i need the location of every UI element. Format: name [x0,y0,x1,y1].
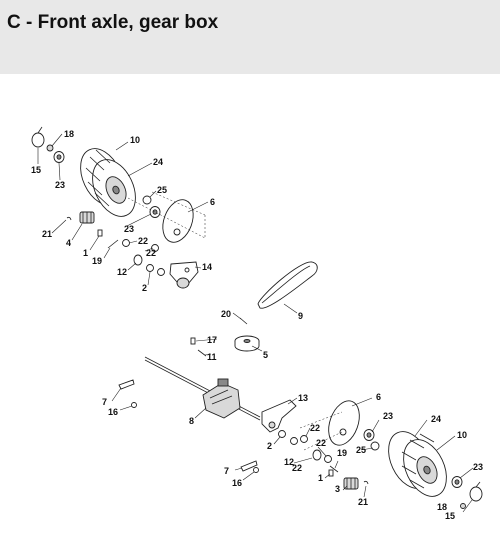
callout-4-upper: 4 [66,238,71,248]
callout-10-upper: 10 [130,135,140,145]
lower-spacer-2 [278,430,298,445]
callout-20: 20 [221,309,231,319]
lower-bushing-12 [312,449,322,461]
callout-2-upper: 2 [142,283,147,293]
callout-12-lower: 12 [284,457,294,467]
upper-spacer-2 [146,264,165,276]
callout-6-lower: 6 [376,392,381,402]
upper-gear-disc-6 [162,199,194,243]
callout-23-upper-b: 23 [124,224,134,234]
callout-15-lower: 15 [445,511,455,521]
callout-22-lower-c: 22 [292,463,302,473]
lower-bearing-23b [451,476,463,488]
upper-bracket-14 [169,261,199,289]
callout-21-upper: 21 [42,229,52,239]
key-17 [190,337,196,345]
front-axle [144,356,261,421]
callout-21-lower: 21 [358,497,368,507]
lower-pinion-3 [343,477,359,490]
callout-22-lower: 22 [310,423,320,433]
lower-washer-22 [300,435,332,463]
pulley-5 [234,335,260,352]
lever-13 [261,399,297,433]
upper-clip-21 [66,216,72,221]
exploded-parts-diagram: .ln { stroke:#222; stroke-width:0.8; fil… [31,126,483,521]
lever-7-upper [118,379,135,390]
callout-17: 17 [207,335,217,345]
callout-labels: 18 10 24 15 23 25 6 23 21 4 22 1 22 19 1… [31,129,483,521]
upper-washer-22 [122,239,159,252]
callout-8: 8 [189,416,194,426]
v-belt-9 [257,261,318,309]
lower-wheel-10 [388,431,447,497]
callout-10-lower: 10 [457,430,467,440]
callout-24-upper: 24 [153,157,163,167]
lower-pin-19 [329,465,339,473]
screw-11 [197,349,207,357]
callout-25-lower: 25 [356,445,366,455]
callout-11: 11 [207,352,217,362]
screw-16-lower [253,467,259,473]
callout-22-upper-b: 22 [146,248,156,258]
lower-screw-18 [460,503,466,509]
callout-12-upper: 12 [117,267,127,277]
callout-23-lower-b: 23 [473,462,483,472]
callout-25-upper: 25 [157,185,167,195]
upper-pawl-1 [97,229,103,237]
callout-1-upper: 1 [83,248,88,258]
gearbox-8 [202,378,241,419]
upper-hubcap-15 [31,126,45,148]
lever-7-lower [240,460,258,472]
callout-13: 13 [298,393,308,403]
leader-lines [37,133,474,513]
callout-9: 9 [298,311,303,321]
callout-23-upper: 23 [55,180,65,190]
upper-pinion-4 [79,211,95,224]
callout-18-upper: 18 [64,129,74,139]
lower-clip-21 [363,480,369,485]
callout-7-upper: 7 [102,397,107,407]
screw-16-upper [131,402,137,408]
callout-2-lower: 2 [267,441,272,451]
callout-1-lower: 1 [318,473,323,483]
callout-5: 5 [263,350,268,360]
callout-6-upper: 6 [210,197,215,207]
lower-bushing-25 [370,441,380,451]
callout-22-upper: 22 [138,236,148,246]
pin-20 [239,317,248,325]
callout-16-lower: 16 [232,478,242,488]
callout-19-upper: 19 [92,256,102,266]
callout-15-upper: 15 [31,165,41,175]
callout-19-lower: 19 [337,448,347,458]
upper-bushing-12 [133,254,143,266]
upper-bearing-23b [149,206,161,218]
upper-bearing-23 [53,151,65,163]
callout-18-lower: 18 [437,502,447,512]
callout-24-lower: 24 [431,414,441,424]
callout-16-upper: 16 [108,407,118,417]
callout-3: 3 [335,484,340,494]
upper-wheel-10 [80,148,136,217]
header-bar: C - Front axle, gear box [0,0,500,74]
lower-bearing-23 [363,429,375,441]
callout-7-lower: 7 [224,466,229,476]
lower-pawl-1 [328,469,334,477]
callout-23-lower: 23 [383,411,393,421]
upper-screw-18 [46,144,54,152]
callout-22-lower-b: 22 [316,438,326,448]
lower-gear-disc-6 [328,400,360,446]
upper-pin-19 [107,239,119,249]
upper-bushing-25 [142,195,152,205]
lower-hubcap-15 [469,481,483,502]
callout-14: 14 [202,262,212,272]
page-title: C - Front axle, gear box [7,12,219,33]
